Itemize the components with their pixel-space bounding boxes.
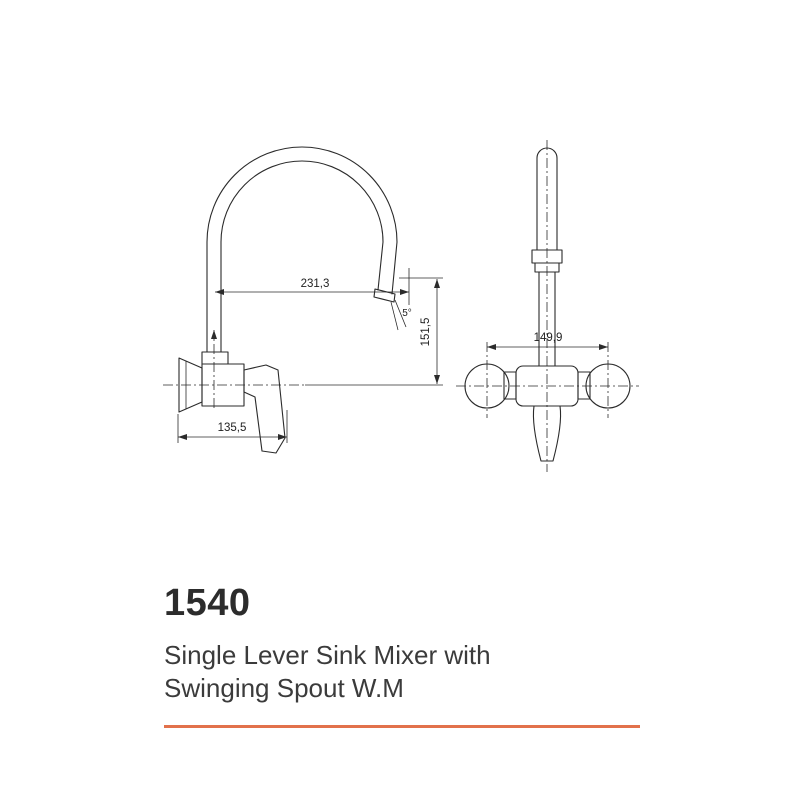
lever-handle-side	[243, 364, 286, 454]
product-number: 1540	[164, 582, 251, 624]
spout-union-nut	[531, 249, 563, 264]
dimension-spout-reach: 231,3	[215, 268, 410, 305]
left-connector	[503, 371, 517, 400]
dim-center-distance-label: 149,9	[534, 332, 563, 344]
riser-pipe	[201, 241, 229, 365]
front-view: 149,9	[456, 140, 639, 472]
right-wall-flange	[585, 363, 631, 409]
riser-nut	[201, 351, 229, 365]
description-line-1: Single Lever Sink Mixer with	[164, 640, 491, 670]
dimension-spout-height: 151,5	[305, 277, 443, 386]
spout-collar	[534, 262, 560, 273]
dimension-spout-angle: 5°	[390, 299, 412, 331]
mixer-body-side	[201, 363, 245, 407]
product-description: Single Lever Sink Mixer with Swinging Sp…	[164, 639, 640, 705]
side-view: 231,3 5° 151,5 135,5	[163, 146, 443, 454]
dim-spout-height-label: 151,5	[420, 318, 432, 347]
lever-handle-front	[532, 405, 562, 462]
accent-rule	[164, 725, 640, 728]
dimension-mount-width: 135,5	[177, 410, 288, 443]
dimension-center-distance: 149,9	[487, 332, 608, 350]
description-line-2: Swinging Spout W.M	[164, 673, 404, 703]
spout-gooseneck	[206, 146, 398, 303]
spout-pipe-front	[531, 147, 563, 367]
dim-mount-width-label: 135,5	[218, 422, 247, 434]
dim-spout-reach-label: 231,3	[301, 278, 330, 290]
left-wall-flange	[464, 363, 510, 409]
product-info: 1540 Single Lever Sink Mixer with Swingi…	[164, 582, 640, 728]
dim-spout-angle-label: 5°	[402, 308, 412, 319]
